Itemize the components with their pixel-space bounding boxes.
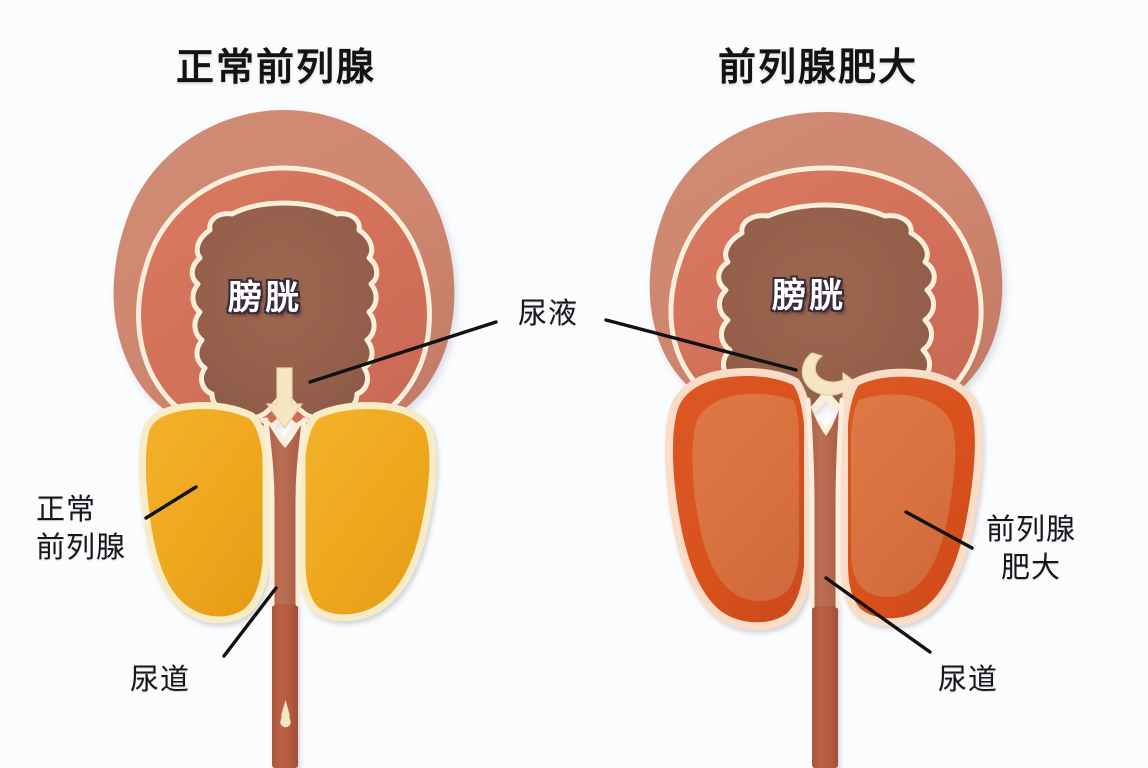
right-urethra-channel — [805, 397, 845, 609]
right-prostate-lobe-right — [840, 368, 983, 627]
callout-urethra-left: 尿道 — [130, 664, 191, 696]
leader-line-urethra-right — [824, 576, 932, 654]
left-prostate-lobe-left — [138, 402, 270, 624]
left-urine-flow-arrow-icon — [265, 367, 304, 430]
left-prostate-lobe-right — [298, 402, 437, 622]
bladder-label-left: 膀胱 — [228, 279, 302, 317]
left-urethra-tube — [272, 600, 298, 768]
leader-line-urine-right — [604, 318, 798, 372]
callout-enlarged-prostate: 前列腺 肥大 — [986, 514, 1077, 584]
right-panel-illustration — [604, 112, 1003, 768]
callout-urethra-right: 尿道 — [938, 664, 999, 696]
right-leader-lines — [604, 318, 974, 654]
left-urine-droplet-icon — [280, 700, 291, 728]
callout-urine: 尿液 — [518, 298, 579, 330]
leader-line-enlarged-gland — [904, 510, 974, 550]
left-panel-illustration — [113, 110, 498, 768]
left-leader-lines — [144, 320, 498, 658]
right-urine-backflow-arrow-icon — [801, 352, 862, 400]
panel-title-enlarged: 前列腺肥大 — [718, 47, 919, 89]
left-urethra-channel — [263, 417, 307, 607]
panel-title-normal: 正常前列腺 — [176, 47, 377, 89]
leader-line-urine-left — [308, 320, 498, 384]
leader-line-normal-gland — [144, 485, 198, 520]
left-bladder-neck — [259, 417, 309, 452]
right-urethra-tube — [812, 600, 838, 768]
right-prostate-lobe-left — [664, 368, 812, 631]
callout-normal-prostate: 正常 前列腺 — [36, 494, 127, 564]
bladder-label-right: 膀胱 — [772, 277, 846, 315]
leader-line-urethra-left — [222, 586, 278, 658]
